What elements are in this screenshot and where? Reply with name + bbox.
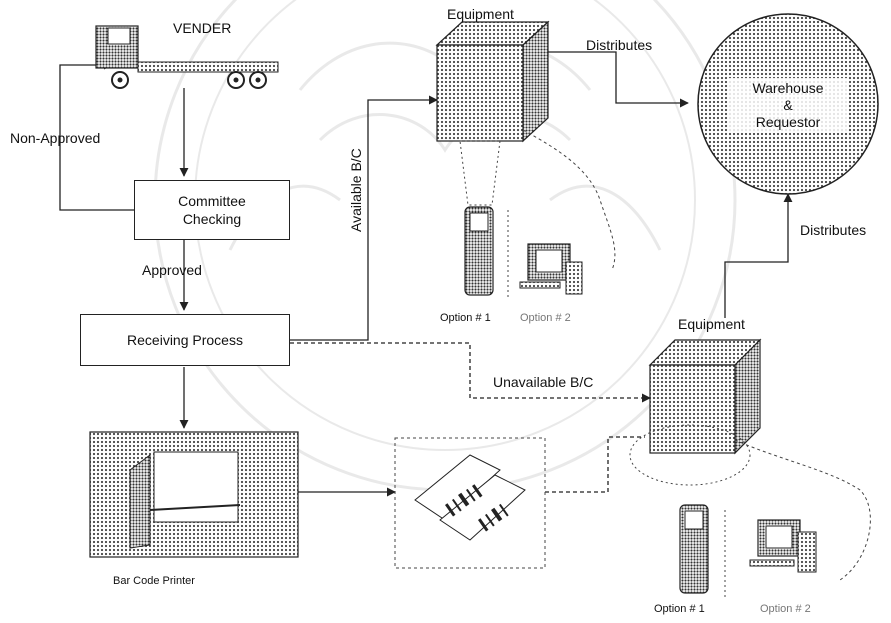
committee-line-1: Committee [178,192,246,210]
warehouse-line-3: Requestor [728,114,848,131]
unavailable-bc-label: Unavailable B/C [493,374,593,390]
pc-icon [520,244,582,294]
available-bc-label: Available B/C [348,148,364,232]
cube-icon [650,340,760,453]
receiving-process-box: Receiving Process [80,314,290,366]
option-bottom-1-label: Option # 1 [654,603,705,615]
handheld-scanner-icon [680,505,708,593]
handheld-scanner-icon [465,207,493,295]
cube-icon [437,22,548,141]
non-approved-label: Non-Approved [10,130,100,146]
option-top-2-label: Option # 2 [520,312,571,324]
committee-line-2: Checking [183,210,241,228]
edge-distributes-top [538,52,688,103]
distributes-right-label: Distributes [800,222,866,238]
vendor-label: VENDER [173,20,231,36]
equipment-bottom-label: Equipment [678,316,745,332]
printer-label: Bar Code Printer [113,575,195,587]
printer-icon [90,432,298,557]
warehouse-line-1: Warehouse [728,80,848,97]
distributes-top-label: Distributes [586,37,652,53]
receiving-label: Receiving Process [127,331,243,349]
edge-labels-equipment [545,437,645,492]
warehouse-label: Warehouse & Requestor [728,78,848,133]
option-bottom-2-label: Option # 2 [760,603,811,615]
pc-icon [750,520,816,572]
warehouse-line-2: & [728,97,848,114]
approved-label: Approved [142,262,202,278]
committee-checking-box: Committee Checking [134,180,290,240]
option-top-1-label: Option # 1 [440,312,491,324]
equipment-top-label: Equipment [447,6,514,22]
edge-unavailable [290,343,650,398]
barcode-labels-icon [395,438,545,568]
projection-cone-top [460,141,500,205]
